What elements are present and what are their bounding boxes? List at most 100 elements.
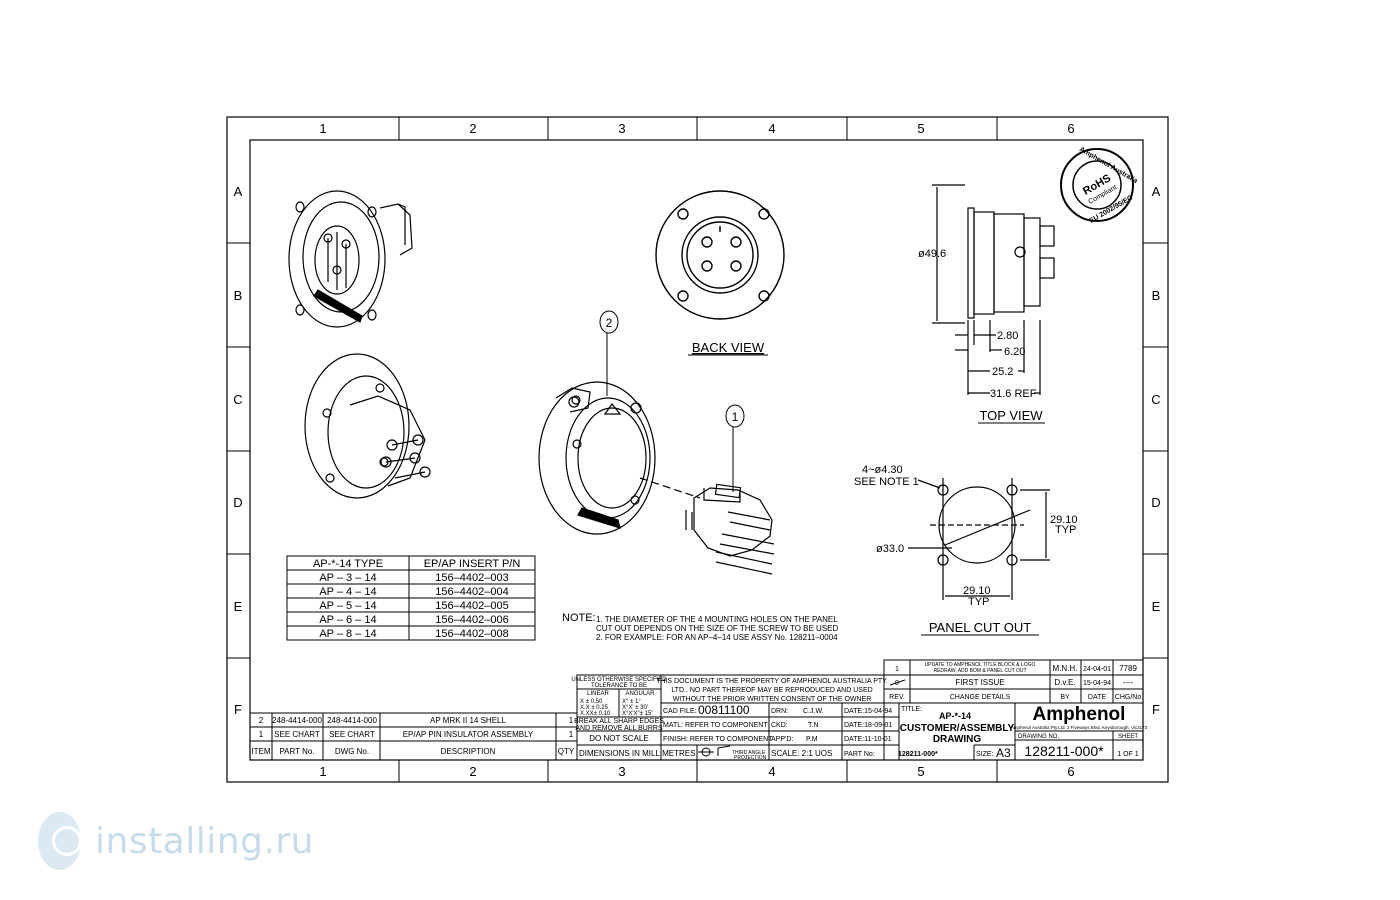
type-table-cell: 156–4402–005 — [435, 600, 508, 612]
note-line-3: 2. FOR EXAMPLE: FOR AN AP–4–14 USE ASSY … — [596, 633, 838, 642]
tol-break2: AND REMOVE ALL BURRS — [575, 725, 663, 732]
col-label-top: 1 — [319, 121, 326, 136]
bom-dwg: 248-4414-000 — [327, 716, 377, 725]
title-text: TITLE: AP-*-14 CUSTOMER/ASSEMBLY DRAWING… — [900, 704, 1148, 760]
title-line-3: DRAWING — [933, 734, 982, 745]
title-line-2: CUSTOMER/ASSEMBLY — [900, 723, 1015, 734]
row-label-left: B — [234, 288, 243, 303]
tol-l3: X.XX± 0.10 — [580, 711, 611, 717]
dim-620: 6.20 — [1004, 346, 1025, 358]
col-label-top: 3 — [618, 121, 625, 136]
rev-chg: ---- — [1123, 678, 1134, 687]
date3: DATE:11-10-01 — [844, 736, 892, 743]
finish: FINISH: REFER TO COMPONENT — [663, 736, 773, 743]
tol-break1: BREAK ALL SHARP EDGES — [574, 718, 664, 725]
type-table-cell: AP – 4 – 14 — [319, 586, 376, 598]
rev-date: 24-04-01 — [1083, 666, 1111, 673]
col-label-top: 4 — [768, 121, 775, 136]
ckd-value: T.N — [808, 722, 819, 729]
partno-value: 128211-000* — [898, 751, 938, 758]
col-label-bottom: 1 — [319, 764, 326, 779]
tol-a3: X°X'X"± 15' — [622, 711, 652, 717]
bom-header-dwg: DWG No. — [335, 747, 369, 756]
tol-l1: X ± 0.50 — [580, 699, 603, 705]
row-label-right: A — [1152, 184, 1161, 199]
row-label-left: C — [233, 392, 242, 407]
rev-no: 1 — [895, 666, 899, 673]
bom-text: 2 248-4414-000 248-4414-000 AP MRK II 14… — [251, 716, 574, 756]
tol-t2: TOLERANCE TO BE — [591, 683, 647, 689]
ckd-label: CKD: — [771, 722, 788, 729]
tol-linear: LINEAR — [587, 691, 609, 697]
bom-desc: EP/AP PIN INSULATOR ASSEMBLY — [403, 730, 534, 739]
rev-by: M.N.H. — [1053, 664, 1078, 673]
rev-date: 15-04-94 — [1083, 680, 1111, 687]
dim-cut-w1: 29.10 — [963, 585, 991, 597]
col-label-top: 2 — [469, 121, 476, 136]
dim-holes1: 4~ø4.30 — [862, 464, 903, 476]
dim-cut-h2: TYP — [1055, 524, 1076, 536]
row-label-left: A — [234, 184, 243, 199]
bom-part: 248-4414-000 — [272, 716, 322, 725]
col-label-top: 5 — [917, 121, 924, 136]
brand-address: Amphenol Australia Pty.Ltd, 2 Fiveways B… — [1011, 725, 1148, 730]
type-table-header: AP-*-14 TYPE — [313, 558, 383, 570]
brand-logo: Amphenol — [1033, 704, 1126, 725]
note-line-2: CUT OUT DEPENDS ON THE SIZE OF THE SCREW… — [596, 624, 838, 633]
drn-label: DRN: — [771, 708, 788, 715]
rev-header-date: DATE — [1088, 694, 1106, 701]
row-label-right: B — [1152, 288, 1161, 303]
dim-top-dia: ø49.6 — [918, 248, 946, 260]
type-table-cell: 156–4402–008 — [435, 628, 508, 640]
row-label-left: D — [233, 495, 242, 510]
dim-cut-h1: 29.10 — [1050, 514, 1078, 526]
type-table-cell: AP – 8 – 14 — [319, 628, 376, 640]
type-table-cell: 156–4402–003 — [435, 572, 508, 584]
date2: DATE:18-09-01 — [844, 722, 892, 729]
balloon-2: 2 — [606, 316, 613, 330]
dim-holes2: SEE NOTE 1 — [854, 476, 919, 488]
row-label-right: F — [1152, 702, 1160, 717]
title-label: TITLE: — [901, 706, 922, 713]
size-value: A3 — [996, 746, 1011, 760]
panel-cut-out — [908, 478, 1050, 600]
sheet-label: SHEET — [1118, 734, 1138, 740]
bom-qty: 1 — [569, 730, 574, 739]
cad-value: 00811100 — [698, 703, 750, 717]
type-table-cell: 156–4402–006 — [435, 614, 508, 626]
rohs-seal: Amphenol Australia RoHS Compliant EU 200… — [1060, 146, 1139, 225]
date1: DATE:15-04-94 — [844, 708, 892, 715]
top-view-label: TOP VIEW — [979, 408, 1043, 423]
bom-header-item: ITEM — [251, 747, 270, 756]
tol-noscale: DO NOT SCALE — [589, 734, 648, 743]
balloon-1: 1 — [732, 410, 739, 424]
tol-angular: ANGULAR — [625, 691, 655, 697]
watermark-text: installing.ru — [95, 820, 314, 862]
app-label: APP'D: — [771, 736, 793, 743]
bom-item: 2 — [259, 716, 264, 725]
top-view — [932, 184, 1055, 395]
property-block — [660, 674, 899, 761]
proj1: THIRD ANGLE — [732, 750, 766, 756]
title-line-1: AP-*-14 — [939, 711, 971, 721]
drawing-no: 128211-000* — [1024, 743, 1104, 759]
rev-by: D.v.E. — [1054, 678, 1075, 687]
drawing-no-label: DRAWING NO. — [1018, 734, 1059, 740]
tol-l2: X.X ± 0.25 — [580, 705, 609, 711]
size-label: SIZE: — [976, 751, 994, 758]
col-label-bottom: 4 — [768, 764, 775, 779]
dim-252: 25.2 — [992, 366, 1013, 378]
row-label-left: E — [234, 599, 243, 614]
bom-header-part: PART No. — [279, 747, 314, 756]
tol-a1: X° ± 1° — [622, 699, 641, 705]
type-table-cell: 156–4402–004 — [435, 586, 508, 598]
rev-header-desc: CHANGE DETAILS — [950, 694, 1011, 701]
bom-header-desc: DESCRIPTION — [441, 747, 496, 756]
dim-cut-dia: ø33.0 — [876, 543, 904, 555]
dim-cut-w2: TYP — [968, 596, 989, 608]
revision-text: 1 UPDATE TO AMPHENOL TITLE BLOCK & LOGO … — [889, 662, 1141, 701]
col-label-top: 6 — [1067, 121, 1074, 136]
rev-desc1: UPDATE TO AMPHENOL TITLE BLOCK & LOGO — [925, 662, 1036, 668]
